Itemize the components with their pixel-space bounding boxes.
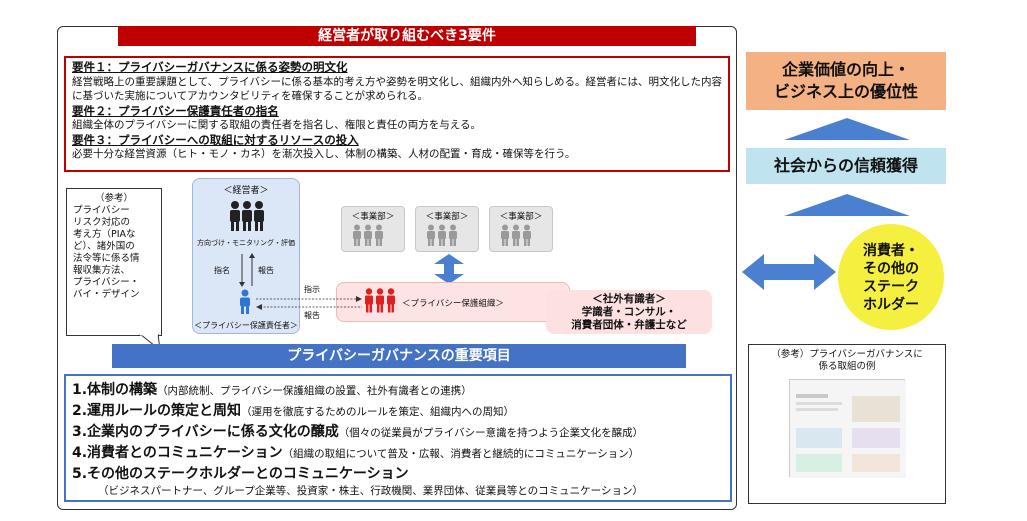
appoint-label: 指名 (214, 266, 230, 275)
up-down-arrow-icon (434, 254, 464, 284)
requirement-1-body: 経営戦略上の重要課題として、プライバシーに係る基本的考え方や姿勢を明文化し、組織… (72, 75, 722, 103)
reference-title: （参考） (94, 193, 133, 204)
external-title: ＜社外有識者＞ (592, 293, 666, 305)
double-arrow-icon (742, 254, 836, 290)
reference-callout: （参考） プライバシー リスク対応の 考え方（PIAな ど）、諸外国の 法令等に… (66, 188, 162, 336)
governance-box: 1.体制の構築（内部統制、プライバシー保護組織の設置、社外有識者との連携） 2.… (64, 374, 732, 502)
requirement-1-title: 要件１：プライバシーガバナンスに係る姿勢の明文化 (72, 60, 348, 74)
governance-item: 4.消費者とのコミュニケーション（組織の取組について普及・広報、消費者と継続的に… (72, 445, 640, 461)
department-box: ＜事業部＞ (489, 206, 553, 252)
reference-line: 報収集方法、 (73, 265, 131, 276)
governance-item: 1.体制の構築（内部統制、プライバシー保護組織の設置、社外有識者との連携） (72, 382, 472, 398)
external-experts-box: ＜社外有識者＞ 学識者・コンサル・ 消費者団体・弁護士など (546, 290, 712, 334)
external-line-1: 学識者・コンサル・ (581, 306, 677, 318)
reference-line: 考え方（PIAな (73, 229, 136, 240)
reference-line: バイ・デザイン (73, 289, 140, 300)
privacy-organization-box (336, 282, 570, 322)
requirements-header: 経営者が取り組むべき3要件 (118, 26, 696, 46)
executive-people-icon (230, 201, 264, 231)
up-arrow-icon (784, 118, 910, 140)
appoint-report-arrows (239, 253, 255, 287)
reference-line: プライバシー (73, 205, 130, 216)
report-label-2: 報告 (304, 311, 320, 320)
instruct-report-arrows (256, 296, 362, 310)
external-line-2: 消費者団体・弁護士など (571, 319, 687, 331)
requirements-box: 要件１：プライバシーガバナンスに係る姿勢の明文化 経営戦略上の重要課題として、プ… (64, 56, 730, 172)
example-thumbnail-image (789, 379, 906, 478)
governance-item: 5.その他のステークホルダーとのコミュニケーション (72, 466, 409, 482)
example-line-2: 係る取組の例 (818, 361, 876, 372)
report-label: 報告 (258, 266, 274, 275)
privacy-org-people-icon (365, 288, 395, 313)
social-trust-box: 社会からの信頼獲得 (746, 148, 946, 184)
up-arrow-icon (784, 194, 910, 216)
example-line-1: （参考）プライバシーガバナンスに (771, 349, 923, 360)
privacy-org-label: ＜プライバシー保護組織＞ (402, 299, 504, 309)
reference-line: プライバシー・ (73, 277, 140, 288)
corporate-value-box: 企業価値の向上・ ビジネス上の優位性 (746, 52, 946, 110)
governance-item: 3.企業内のプライバシーに係る文化の醸成（個々の従業員がプライバシー意識を持つよ… (72, 424, 644, 440)
requirement-2-body: 組織全体のプライバシーに関する取組の責任者を指名し、権限と責任の両方を与える。 (72, 119, 481, 131)
example-illustration (790, 380, 906, 478)
governance-item: 2.運用ルールの策定と周知（運用を徹底するためのルールを策定、組織内への周知） (72, 403, 515, 419)
department-people-icons (353, 224, 531, 246)
department-box: ＜事業部＞ (415, 206, 479, 252)
officer-label: ＜プライバシー保護責任者＞ (194, 321, 298, 330)
reference-line: リスク対応の (73, 217, 131, 228)
stakeholders-circle: 消費者・ その他の ステーク ホルダー (838, 224, 944, 330)
reference-line: ど）、諸外国の (73, 241, 135, 252)
governance-item-5-sub: （ビジネスパートナー、グループ企業等、投資家・株主、行政機関、業界団体、従業員等… (98, 485, 643, 497)
department-box: ＜事業部＞ (341, 206, 405, 252)
reference-line: 法令等に係る情 (73, 253, 140, 264)
requirement-3-body: 必要十分な経営資源（ヒト・モノ・カネ）を漸次投入し、体制の構築、人材の配置・育成… (72, 148, 576, 160)
officer-icon (240, 289, 250, 314)
requirement-2-title: 要件２：プライバシー保護責任者の指名 (72, 103, 279, 118)
instruct-label: 指示 (304, 285, 320, 294)
direction-label: 方向づけ・モニタリング・評価 (197, 239, 295, 247)
governance-header: プライバシーガバナンスの重要項目 (112, 344, 686, 368)
executive-label: ＜経営者＞ (223, 186, 269, 196)
requirement-3-title: 要件３：プライバシーへの取組に対するリソースの投入 (72, 132, 359, 147)
example-box: （参考）プライバシーガバナンスに 係る取組の例 (748, 344, 946, 504)
